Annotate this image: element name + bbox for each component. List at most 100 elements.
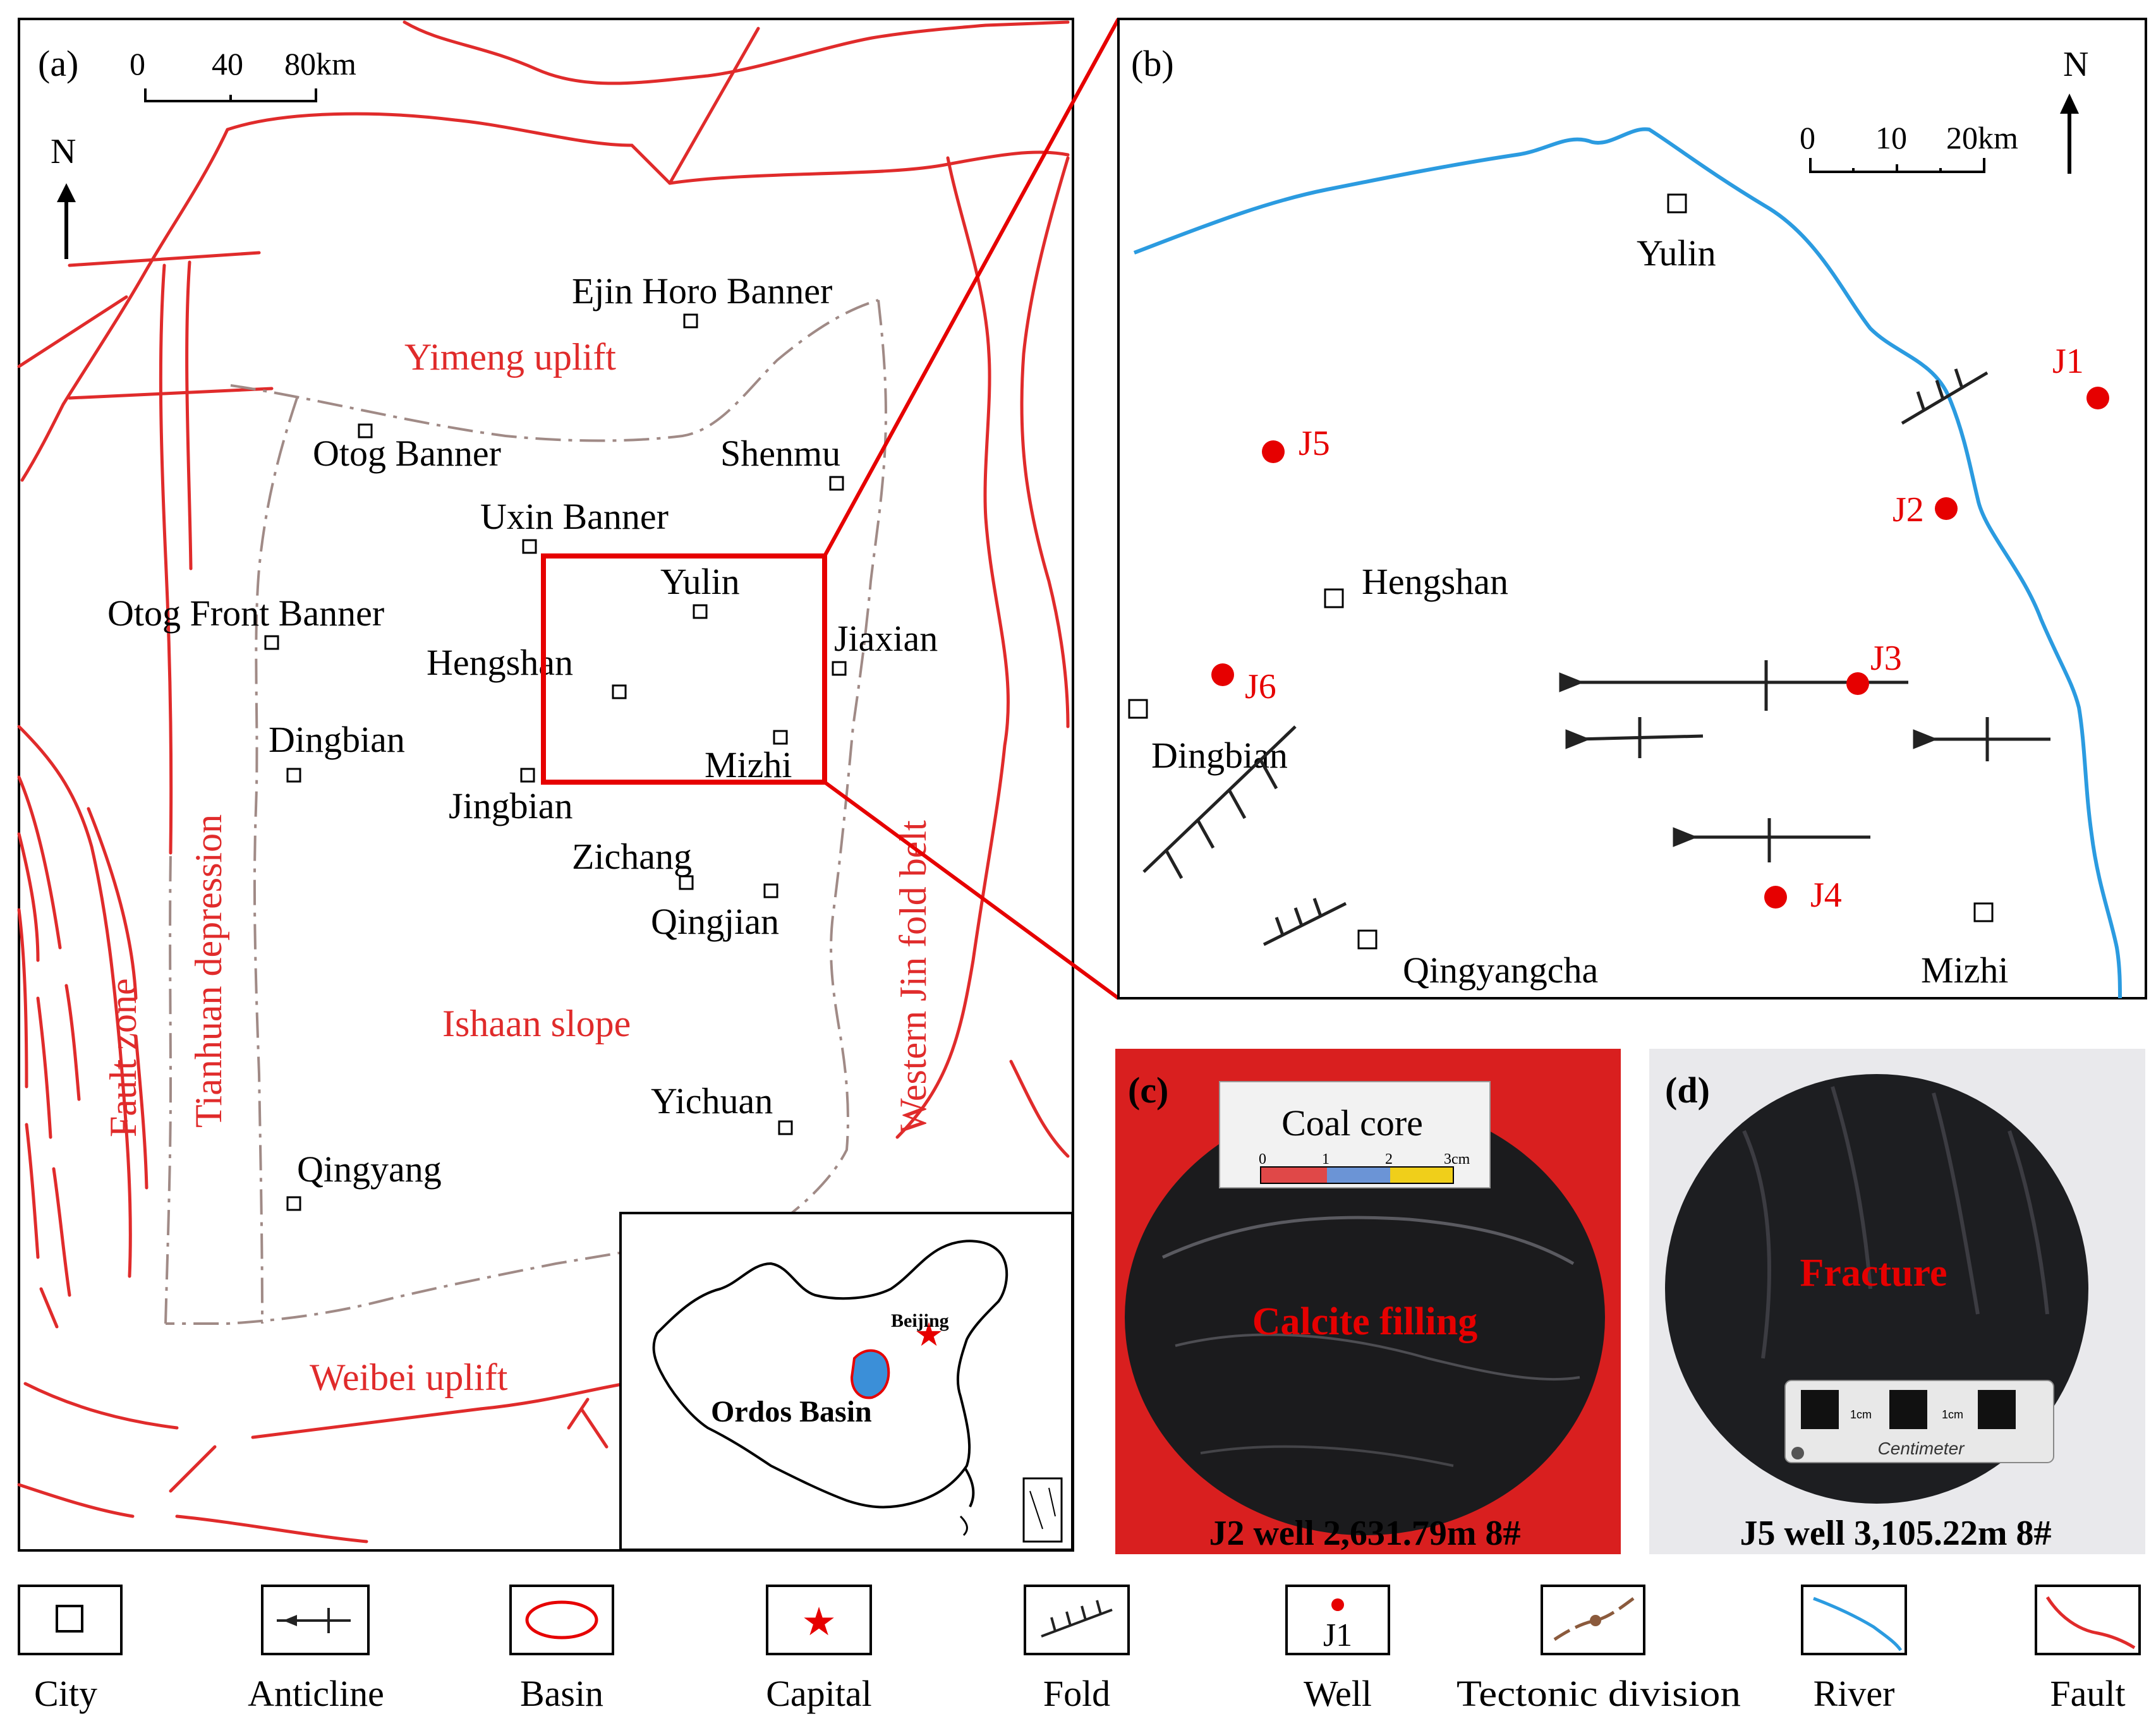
tectonic-division-dot [1590,1615,1601,1626]
scale-b-tick-20: 20km [1946,120,2018,155]
legend-box [1801,1585,1907,1655]
folds [1142,368,1989,946]
fold-icon [1041,1600,1113,1638]
city-label-ejin: Ejin Horo Banner [572,270,832,311]
legend-label-fold: Fold [1043,1673,1110,1714]
unit-label-ishaan: Ishaan slope [442,1003,631,1044]
city-marker [763,883,778,898]
panel-a: (a) 0 40 80km N Ejin Horo Bann [17,18,1074,1552]
scale-card-name: Centimeter [1878,1439,1966,1458]
south-sea-islands [1029,1487,1056,1530]
ruler-tick-3: 3cm [1444,1151,1470,1168]
capital-star-legend-icon: ★ [801,1601,837,1644]
fracture-line [2008,1130,2049,1315]
north-label-a: N [51,132,76,171]
city-labels-a: Ejin Horo Banner Otog Banner Shenmu Uxin… [107,270,938,1190]
north-arrowhead-a [57,183,76,202]
panel-d-label: (d) [1665,1070,1710,1111]
ruler-ticks-c: 0 1 2 3cm [1259,1151,1470,1168]
scale-bar-a [144,88,317,102]
caption-c: J2 well 2,631.79m 8# [1209,1514,1520,1553]
panel-b: (b) N 0 10 20km Yulin Hengshan Dingbian … [1117,18,2147,999]
capital-star-icon: ★ [914,1317,944,1353]
anticline-arrowhead [1565,729,1590,749]
well-label-j1: J1 [2052,342,2084,381]
well-label-j2: J2 [1893,490,1924,529]
city-marker [1667,193,1687,214]
fault-icon [2045,1596,2136,1650]
fracture-line [1932,1092,1980,1315]
ruler-tick-1: 1 [1322,1151,1329,1168]
annotation-calcite: Calcite filling [1252,1300,1477,1343]
legend: City Anticline Basin ★ Capital Fold J1 [18,1585,2141,1714]
legend-item-river: River [1801,1585,1907,1714]
scale-tick-40: 40 [212,46,243,82]
fold [1901,368,1989,425]
well-dot-icon [1331,1598,1344,1611]
city-marker [1128,699,1148,719]
scale-card-hole [1791,1447,1804,1459]
city-label-dingbian: Dingbian [269,719,405,760]
scale-block [1978,1390,2016,1429]
ruler-tick-2: 2 [1385,1151,1393,1168]
anticline [1924,717,2050,761]
basin-outline-icon [525,1600,598,1639]
tectonic-divisions [164,299,887,1325]
inset-map: ★ Beijing Ordos Basin [619,1212,1074,1551]
legend-box [2035,1585,2141,1655]
legend-label-well: Well [1304,1673,1372,1714]
ruler-outline [1260,1166,1454,1184]
well-marker-j3 [1846,672,1869,695]
scale-tick-80: 80km [284,46,356,82]
well-label-j4: J4 [1810,876,1842,915]
river-line [1133,127,2122,999]
city-label-jiaxian: Jiaxian [834,618,938,659]
legend-box [1024,1585,1130,1655]
legend-label-anticline: Anticline [248,1673,384,1714]
panel-b-label: (b) [1131,43,1174,84]
city-square-icon [56,1605,83,1633]
caption-d: J5 well 3,105.22m 8# [1740,1514,2051,1553]
inset-label-basin: Ordos Basin [711,1395,872,1428]
panel-d: 1cm 1cm Centimeter Fracture J5 well 3,10… [1649,1049,2145,1554]
faults [17,20,1070,1543]
scale-b-tick-0: 0 [1800,120,1815,155]
panel-a-label: (a) [38,43,78,84]
annotation-fracture: Fracture [1800,1252,1947,1295]
legend-item-fold: Fold [1024,1585,1130,1714]
city-marker [358,423,373,438]
well-marker-j6 [1211,663,1234,686]
anticline-icon-head [283,1615,297,1626]
city-markers-a [264,313,847,1211]
panel-c-label: (c) [1128,1070,1168,1111]
city-marker [264,635,279,650]
legend-box [766,1585,872,1655]
north-arrowhead-b [2060,94,2079,114]
well-label-j3: J3 [1870,639,1902,678]
city-label-jingbian: Jingbian [449,785,573,826]
ruler-segment-yellow [1390,1167,1453,1183]
zoom-connector-top [823,18,1120,557]
ruler-segment-blue [1327,1167,1390,1183]
legend-item-tectonic: Tectonic division [1457,1585,1741,1714]
south-sea-inset [1022,1477,1063,1543]
china-outline [652,1240,1008,1509]
unit-label-weibei: Weibei uplift [310,1356,508,1398]
fracture-line [1831,1086,1872,1289]
scale-card-unit-a: 1cm [1850,1408,1872,1421]
zoom-connector-bottom [823,780,1120,1000]
well-labels: J1 J2 J3 J4 J5 J6 [1245,342,2084,915]
city-marker [693,604,708,619]
city-marker [1357,929,1378,950]
city-marker [778,1120,793,1135]
island-outline [964,1468,975,1507]
city-marker [522,539,537,554]
scale-block [1889,1390,1927,1429]
panel-b-frame [1117,18,2147,999]
city-marker [832,661,847,676]
legend-item-capital: ★ Capital [766,1585,872,1714]
well-marker-j2 [1935,497,1958,520]
city-marker [286,768,301,783]
anticline-arrowhead [1559,672,1584,692]
well-marker-j1 [2086,387,2109,409]
